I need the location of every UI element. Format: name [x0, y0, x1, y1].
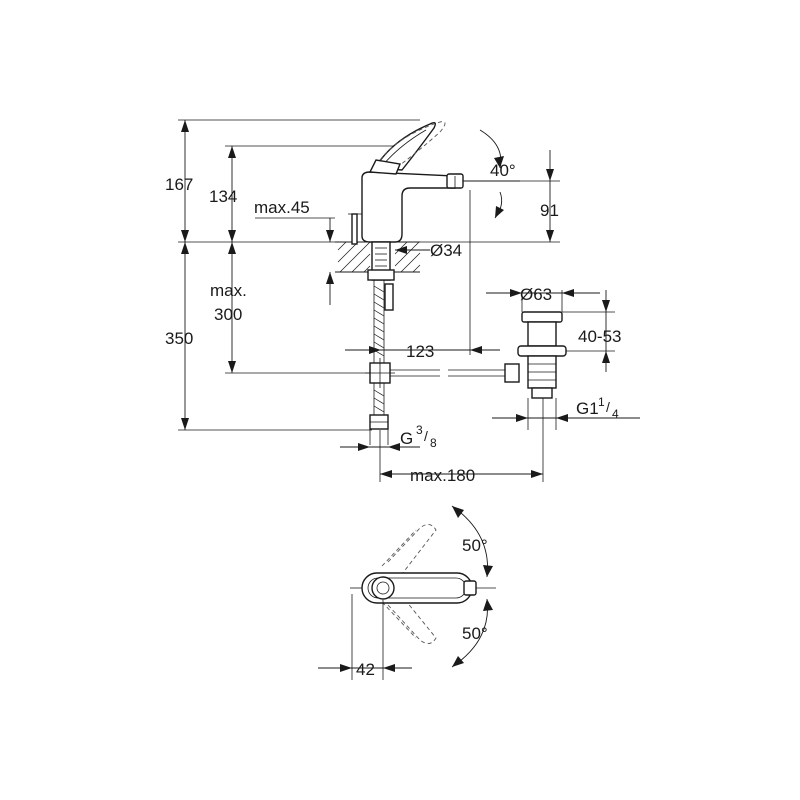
label-167: 167 — [165, 175, 193, 194]
label-dia63: Ø63 — [520, 285, 552, 304]
label-max180: max.180 — [410, 466, 475, 485]
shank — [367, 241, 395, 311]
faucet-body — [348, 121, 464, 245]
svg-text:/: / — [606, 399, 610, 415]
arrow-300-bottom — [228, 361, 236, 373]
label-max300-line1: max. — [210, 281, 247, 300]
arrow-134-bottom — [228, 230, 236, 242]
label-angle40: 40° — [490, 161, 516, 180]
label-angle50-top: 50° — [462, 536, 488, 555]
label-dia34: Ø34 — [430, 241, 462, 260]
side-view: 167 134 max.45 40° 91 Ø34 max. 300 350 Ø… — [165, 119, 640, 485]
label-4053: 40-53 — [578, 327, 621, 346]
svg-text:8: 8 — [430, 436, 437, 450]
label-g114: G1 1 / 4 — [576, 395, 619, 421]
pull-rod — [365, 358, 520, 388]
arrow-167-bottom — [181, 230, 189, 242]
arrow-167-top — [181, 120, 189, 132]
arrow-300-top — [228, 242, 236, 254]
handle-base — [368, 159, 401, 175]
label-91: 91 — [540, 201, 559, 220]
label-angle50-bottom: 50° — [462, 624, 488, 643]
arrow-max45-top — [326, 230, 334, 242]
arrow-134-top — [228, 146, 236, 158]
drain-assembly — [517, 311, 567, 399]
label-350: 350 — [165, 329, 193, 348]
flex-hose — [369, 280, 389, 430]
handle-ghost-lower — [387, 595, 437, 644]
knob-circle — [371, 576, 395, 600]
svg-text:3: 3 — [416, 423, 423, 437]
svg-text:4: 4 — [612, 407, 619, 421]
spout-tip — [463, 580, 477, 596]
handle-open-ghost — [379, 121, 446, 166]
drain-cap — [521, 311, 563, 323]
handle-ghost-upper — [387, 524, 437, 575]
svg-text:G1: G1 — [576, 399, 599, 418]
mounting-nut — [367, 269, 395, 281]
svg-text:/: / — [424, 428, 428, 444]
label-max45: max.45 — [254, 198, 310, 217]
label-134: 134 — [209, 187, 237, 206]
arrow-max45-bottom — [326, 272, 334, 284]
label-max300-line2: 300 — [214, 305, 242, 324]
top-view: 50° 50° 42 — [318, 505, 496, 680]
drain-flange — [517, 345, 567, 357]
svg-text:G: G — [400, 429, 413, 448]
arrow-350-top — [181, 242, 189, 254]
svg-text:1: 1 — [598, 395, 605, 409]
label-g38: G 3 / 8 — [400, 423, 437, 450]
arrow-350-bottom — [181, 418, 189, 430]
label-42: 42 — [356, 660, 375, 679]
label-123: 123 — [406, 342, 434, 361]
popup-rod — [351, 213, 358, 245]
